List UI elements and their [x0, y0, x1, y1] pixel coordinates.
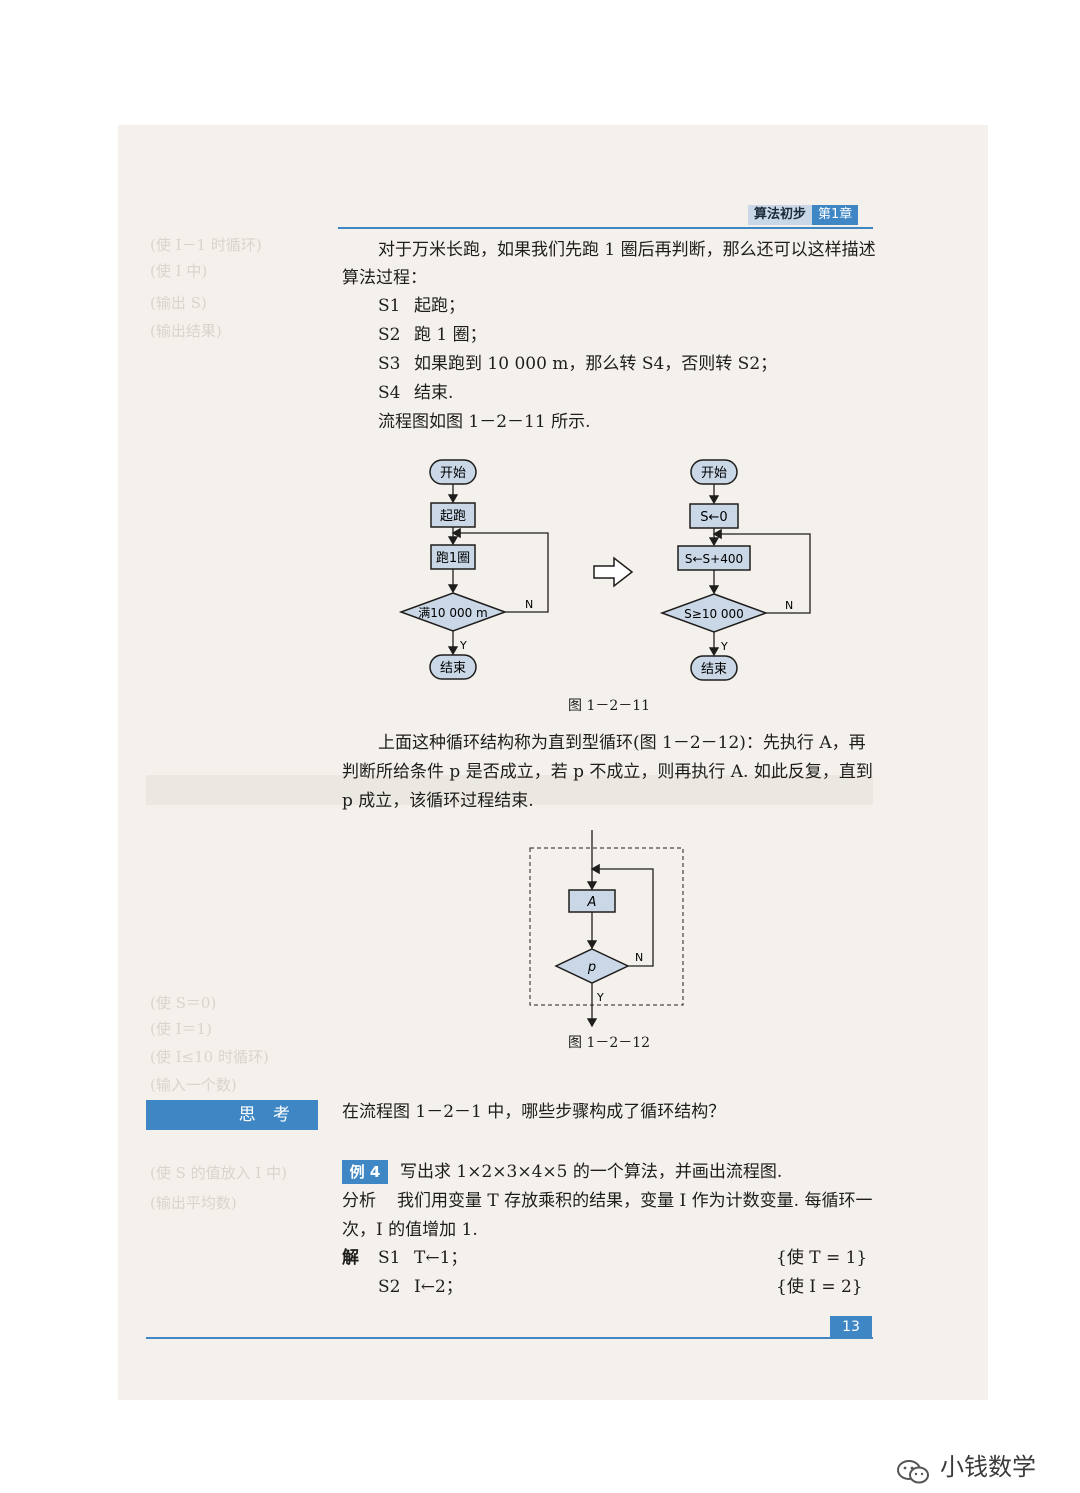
- solution-step-text: T←1；: [414, 1248, 468, 1268]
- left-start-label: 开始: [440, 466, 466, 481]
- right-end-node: [690, 655, 738, 681]
- figure-1-2-11-caption: 图 1－2－11: [568, 698, 651, 714]
- step-s3: S3 如果跑到 10 000 m，那么转 S4，否则转 S2；: [378, 350, 777, 378]
- solution-step-label: S1: [378, 1248, 401, 1268]
- example-problem: 写出求 1×2×3×4×5 的一个算法，并画出流程图.: [400, 1162, 783, 1182]
- step-label: S2: [378, 325, 401, 345]
- left-condition-label: 满10 000 m: [418, 606, 488, 620]
- loop-boundary: [529, 847, 684, 1006]
- transform-arrow-icon: [593, 556, 634, 588]
- page-number: 13: [830, 1316, 872, 1338]
- chapter-number: 第1章: [812, 205, 859, 225]
- left-step1-label: 起跑: [440, 509, 466, 524]
- watermark-text: 小钱数学: [940, 1453, 1036, 1481]
- bleed-through-text: (使 I 中): [150, 262, 208, 280]
- bleed-through-text: (输出结果): [150, 322, 222, 340]
- right-end-label: 结束: [701, 662, 727, 677]
- chapter-name: 算法初步: [748, 205, 813, 225]
- condition-p-label: p: [587, 960, 596, 975]
- solution-step-s2: S2 I←2；: [378, 1273, 463, 1301]
- right-step2-label: S←S+400: [685, 552, 743, 566]
- solution-label: 解: [342, 1248, 359, 1268]
- intro-paragraph: 对于万米长跑，如果我们先跑 1 圈后再判断，那么还可以这样描述算法过程：: [342, 240, 876, 288]
- left-end-label: 结束: [440, 661, 466, 676]
- solution-step-label: S2: [378, 1277, 401, 1297]
- step-text: 如果跑到 10 000 m，那么转 S4，否则转 S2；: [414, 354, 778, 374]
- step-label: S3: [378, 354, 401, 374]
- analysis-text: 我们用变量 T 存放乘积的结果，变量 I 作为计数变量. 每循环一次，I 的值增…: [342, 1191, 873, 1240]
- right-yes-label: Y: [720, 640, 728, 653]
- example-badge: 例 4: [342, 1160, 388, 1184]
- step-text: 跑 1 圈；: [414, 325, 487, 345]
- loop-description: 上面这种循环结构称为直到型循环(图 1－2－12)：先执行 A，再判断所给条件 …: [342, 733, 873, 811]
- figure-1-2-11: 开始 起跑 跑1圈 满10 000 m N Y 结束 开始 S←0 S←S+40…: [398, 459, 811, 681]
- right-step1-node: [689, 503, 739, 529]
- bleed-through-text: (输入一个数): [150, 1076, 237, 1094]
- step-s4: S4 结束.: [378, 379, 453, 407]
- solution-step-note: {使 T = 1}: [776, 1248, 868, 1268]
- left-yes-label: Y: [459, 639, 467, 652]
- left-flowchart: 开始 起跑 跑1圈 满10 000 m N Y 结束: [398, 459, 549, 680]
- bleed-through-text: (使 I＝1): [150, 1020, 212, 1038]
- right-step1-label: S←0: [700, 510, 727, 525]
- footer-rule: [146, 1337, 873, 1339]
- bleed-through-text: (使 I－1 时循环): [150, 236, 262, 254]
- solution-step-note: {使 I = 2}: [776, 1277, 863, 1297]
- solution-step-text: I←2；: [414, 1277, 463, 1297]
- left-step1-node: [430, 502, 476, 528]
- step-s1: S1 起跑；: [378, 292, 465, 320]
- figure-1-2-12-caption: 图 1－2－12: [568, 1035, 651, 1051]
- header-rule: [338, 227, 873, 229]
- left-step2-node: [430, 544, 476, 570]
- bleed-through-band: [146, 775, 873, 805]
- left-end-node: [429, 654, 477, 680]
- process-a-label: A: [587, 895, 597, 910]
- bleed-through-text: (使 S＝0): [150, 994, 217, 1012]
- right-start-label: 开始: [701, 466, 727, 481]
- yes-label: Y: [596, 991, 604, 1004]
- step-s2: S2 跑 1 圈；: [378, 321, 487, 349]
- step-text: 起跑；: [414, 296, 465, 316]
- step-label: S4: [378, 383, 401, 403]
- think-question: 在流程图 1－2－1 中，哪些步骤构成了循环结构？: [342, 1102, 726, 1122]
- chapter-header: 算法初步 第1章: [748, 205, 859, 225]
- step-text: 结束.: [414, 383, 454, 403]
- left-no-label: N: [525, 598, 533, 611]
- right-condition-label: S≥10 000: [684, 607, 744, 621]
- right-no-label: N: [785, 599, 793, 612]
- solution-step-s1: S1 T←1；: [378, 1244, 467, 1272]
- think-banner: 思 考: [146, 1100, 318, 1130]
- flowchart-intro: 流程图如图 1－2－11 所示.: [378, 412, 591, 432]
- bleed-through-text: (使 S 的值放入 I 中): [150, 1164, 287, 1182]
- analysis-label: 分析: [342, 1191, 376, 1211]
- no-label: N: [635, 951, 643, 964]
- bleed-through-text: (输出 S): [150, 294, 207, 312]
- left-step2-label: 跑1圈: [436, 551, 470, 566]
- step-label: S1: [378, 296, 401, 316]
- figure-1-2-12: A p N Y: [529, 830, 684, 1028]
- right-flowchart: 开始 S←0 S←S+400 S≥10 000 N Y 结束: [659, 459, 811, 681]
- textbook-page: [118, 125, 988, 1400]
- bleed-through-text: (使 I≤10 时循环): [150, 1048, 269, 1066]
- wechat-icon: [897, 1460, 929, 1484]
- bleed-through-text: (输出平均数): [150, 1194, 237, 1212]
